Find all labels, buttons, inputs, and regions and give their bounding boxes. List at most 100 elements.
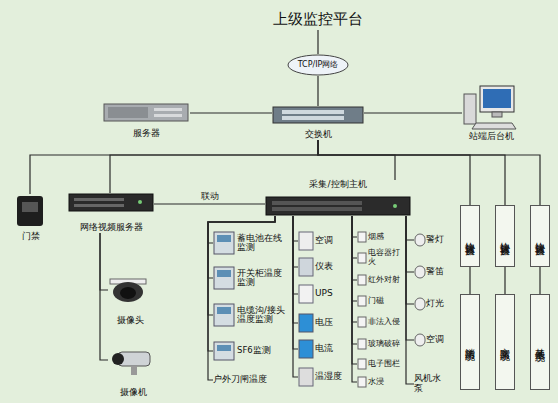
detector-icon <box>358 377 366 387</box>
converter-box: 安防系统 <box>495 294 515 390</box>
connector-line <box>30 140 318 194</box>
node-label: 采集/控制主机 <box>309 180 366 190</box>
connector-line <box>293 216 298 294</box>
converter-box: 消防系统 <box>460 294 480 390</box>
network-cloud: TCP/IP网络 <box>287 54 349 76</box>
actuator-icon <box>415 334 425 346</box>
cloud-ellipse <box>288 55 348 75</box>
switch-body <box>273 107 363 123</box>
connector-line <box>317 76 318 106</box>
connector-line <box>317 30 318 54</box>
host-body <box>266 197 410 215</box>
host-strip <box>272 201 362 205</box>
sensor-node: 空调 <box>298 230 346 252</box>
connector-line <box>406 216 414 340</box>
node-label: 其他子系统 <box>535 340 546 345</box>
switch-ports <box>282 116 344 120</box>
sensor-node: 蓄电池在线监测 <box>213 228 287 258</box>
node-label: 电压 <box>315 318 333 328</box>
converter-box: 其他子系统 <box>530 294 550 390</box>
nvr-body <box>69 194 153 211</box>
node-label: SF6监测 <box>237 346 271 355</box>
server-bay <box>108 107 148 118</box>
sensor-screen <box>217 235 231 242</box>
detector-icon <box>358 275 366 285</box>
node-label: 网络视频服务器 <box>80 223 143 233</box>
detector-icon <box>358 339 366 349</box>
sensor-node: 门磁 <box>357 292 405 310</box>
device-node: 站端后台机 <box>462 84 520 142</box>
current-icon <box>299 340 313 358</box>
sensor-icon <box>214 304 234 326</box>
connector-line <box>352 216 357 364</box>
sensor-node: 红外对射 <box>357 270 405 290</box>
connector-line <box>352 216 357 280</box>
ups-icon <box>299 285 313 303</box>
sensor-node: 警灯 <box>414 230 452 250</box>
sensor-node: 空调 <box>414 330 452 350</box>
access-body <box>17 196 43 226</box>
detector-icon <box>358 253 366 263</box>
connector-line <box>293 216 298 377</box>
converter-box: 协议转换器 <box>530 205 550 267</box>
host-strip <box>272 207 362 211</box>
node-label: 电流 <box>315 344 333 354</box>
server-body <box>104 104 188 121</box>
converter-box: 协议转换器 <box>460 205 480 267</box>
node-label: 仪表 <box>315 262 333 272</box>
connector-line <box>352 216 357 237</box>
nvr-strip <box>74 204 124 207</box>
sensor-screen <box>217 270 231 277</box>
host-node: 采集/控制主机 <box>265 180 411 216</box>
node-label: 户外刀闸温度 <box>213 375 267 384</box>
camera-mount <box>131 366 137 375</box>
node-label: 协议转换器 <box>535 234 546 239</box>
device-node: 服务器 <box>102 103 190 139</box>
connector-line <box>352 216 357 382</box>
actuator-icon <box>415 234 425 246</box>
detector-icons <box>358 232 366 387</box>
connector-line <box>352 216 357 344</box>
node-label: 电子围栏 <box>368 360 400 369</box>
connector-line <box>539 267 540 294</box>
node-label: 电缆沟/接头温度监测 <box>237 306 293 325</box>
server-icon <box>104 104 188 121</box>
connector-line <box>100 233 108 290</box>
dome-camera-icon <box>110 279 146 302</box>
node-label: 门禁 <box>22 232 40 242</box>
pc-keyboard <box>472 123 516 129</box>
sensor-node: 户外刀闸温度 <box>213 370 287 390</box>
detector-icon <box>358 296 366 306</box>
connector-line <box>406 216 414 304</box>
detector-icon <box>358 359 366 369</box>
bullet-camera-icon <box>112 352 150 375</box>
node-label: 风机水泵 <box>414 374 448 394</box>
node-label: 门磁 <box>368 297 384 306</box>
connector-line <box>318 140 540 205</box>
switch-icon <box>273 107 363 123</box>
connector-line <box>364 112 462 113</box>
sensor-node: 电子围栏 <box>357 356 405 372</box>
node-label: 安防系统 <box>500 340 511 344</box>
voltage-icon <box>299 314 313 332</box>
connector-line <box>504 267 505 294</box>
node-label: 服务器 <box>133 129 160 139</box>
access-control-icon <box>17 196 43 226</box>
sensor-screen <box>217 345 231 351</box>
sensor-node: 电流 <box>298 338 346 360</box>
connector-line <box>318 140 395 180</box>
connector-line <box>208 216 275 315</box>
sensor-node: 玻璃破碎 <box>357 334 405 354</box>
node-label: 烟感 <box>368 233 384 242</box>
video-server-icon <box>69 194 153 211</box>
node-label: 水浸 <box>368 378 384 387</box>
connector-line <box>190 112 272 113</box>
connector-line <box>110 140 318 193</box>
sensor-node: SF6监测 <box>213 340 287 362</box>
node-label: 红外对射 <box>368 276 400 285</box>
node-label: 开关柜温度监测 <box>237 269 287 288</box>
detector-icon <box>358 317 366 327</box>
meter-icon <box>299 258 313 276</box>
switch-ports <box>282 110 344 114</box>
node-label: TCP/IP网络 <box>298 61 339 70</box>
